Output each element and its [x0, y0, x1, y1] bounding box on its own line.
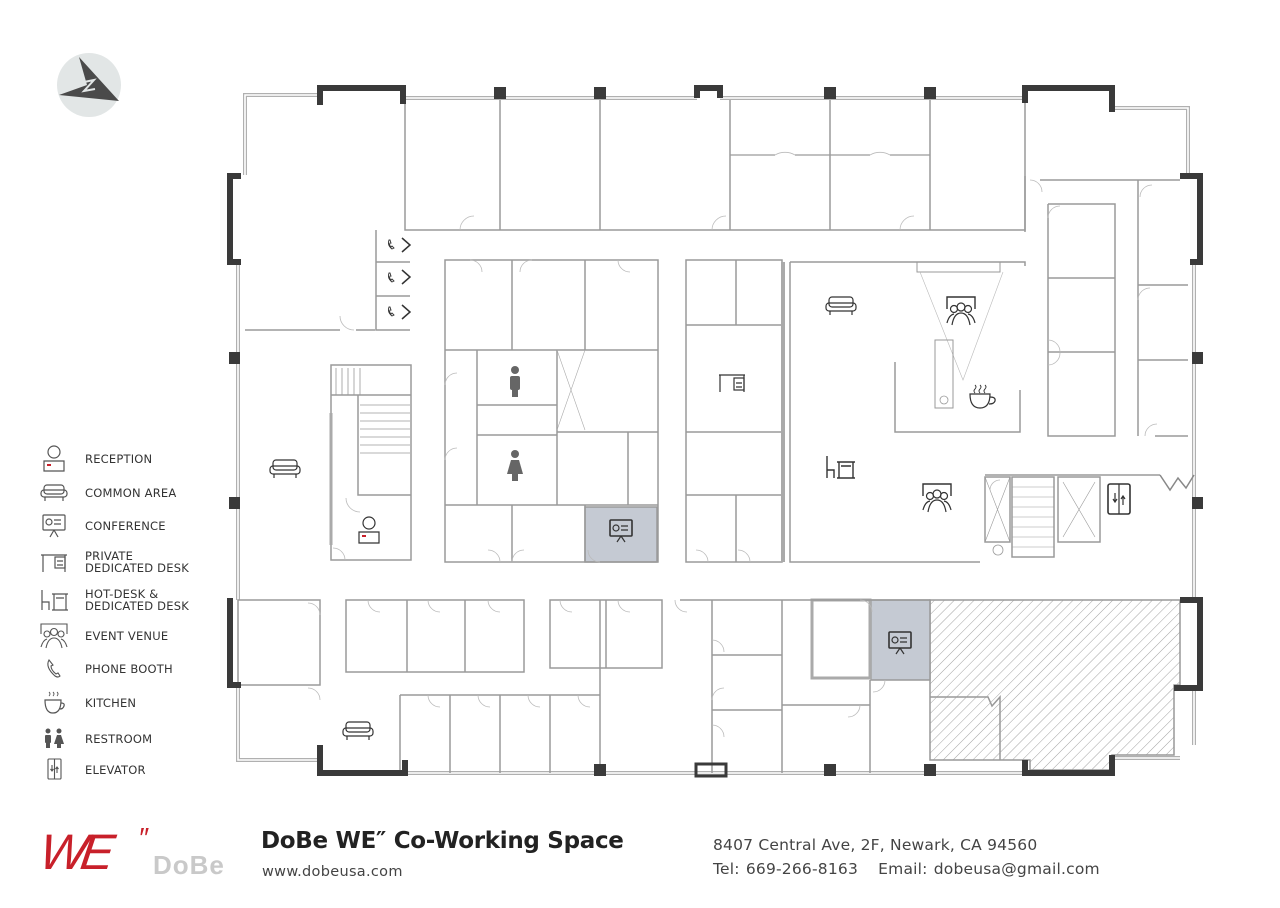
phone-icon	[387, 306, 395, 317]
logo-dobe: DoBe	[153, 850, 225, 880]
elevator-icon	[47, 758, 62, 780]
phone-number: Tel: 669-266-8163	[713, 860, 859, 878]
contact-info: Tel: 669-266-8163 Email: dobeusa@gmail.c…	[713, 860, 1114, 878]
legend-label: EVENT VENUE	[85, 629, 169, 643]
legend-item-event-venue: EVENT VENUE	[38, 621, 238, 651]
legend-item-common-area: COMMON AREA	[38, 478, 238, 508]
conference-room-b	[870, 599, 931, 681]
legend-item-conference: CONFERENCE	[38, 511, 238, 541]
website-link[interactable]: www.dobeusa.com	[262, 864, 403, 880]
north-arrow-icon	[59, 57, 119, 101]
legend-item-reception: RECEPTION	[38, 444, 238, 474]
legend-label: KITCHEN	[85, 696, 137, 710]
email-address[interactable]: Email: dobeusa@gmail.com	[878, 860, 1100, 878]
unavailable-area	[929, 599, 1181, 771]
legend-label: CONFERENCE	[85, 519, 166, 533]
north-arrow-compass	[57, 53, 121, 117]
legend-item-kitchen: KITCHEN	[38, 688, 238, 718]
sofa-icon	[825, 296, 857, 315]
sofa-icon	[40, 484, 68, 501]
hot-desk-icon	[41, 590, 68, 611]
phone-icon	[387, 239, 395, 250]
legend-item-hot-desk: HOT-DESK & DEDICATED DESK	[38, 585, 238, 615]
restroom-female-icon	[507, 450, 523, 481]
structural-walls	[227, 85, 1203, 776]
presentation-board-icon	[609, 519, 633, 543]
legend-label: ELEVATOR	[85, 763, 146, 777]
legend-label: RECEPTION	[85, 452, 153, 466]
brand-logo: WE ″ DoBe	[36, 822, 230, 884]
legend-label: PHONE BOOTH	[85, 662, 173, 676]
private-desk-icon	[719, 374, 745, 392]
hot-desk-icon	[826, 456, 855, 479]
address: 8407 Central Ave, 2F, Newark, CA 94560	[713, 836, 1038, 854]
legend-item-elevator: ELEVATOR	[38, 755, 238, 785]
coffee-cup-icon	[969, 384, 996, 409]
restroom-icon	[45, 728, 64, 748]
phone-icon	[47, 659, 61, 678]
structural-columns	[229, 87, 1203, 778]
presentation-board-icon	[42, 514, 66, 538]
legend-item-restroom: RESTROOM	[38, 724, 238, 754]
reception-icon	[358, 516, 380, 544]
audience-icon	[946, 296, 976, 326]
legend-item-phone-booth: PHONE BOOTH	[38, 654, 238, 684]
conference-room-a	[584, 506, 658, 563]
legend-label: HOT-DESK & DEDICATED DESK	[85, 587, 189, 613]
legend-label: COMMON AREA	[85, 486, 177, 500]
sofa-icon	[269, 459, 301, 478]
audience-icon	[40, 623, 68, 649]
legend-item-private-desk: PRIVATE DEDICATED DESK	[38, 547, 238, 577]
legend-label: PRIVATE DEDICATED DESK	[85, 549, 189, 575]
sofa-icon	[342, 721, 374, 740]
audience-icon	[922, 483, 952, 513]
logo-quote: ″	[138, 822, 148, 853]
presentation-board-icon	[888, 631, 912, 655]
restroom-male-icon	[510, 366, 520, 397]
coffee-cup-icon	[44, 691, 65, 714]
reception-icon	[43, 445, 65, 472]
elevator-icon	[1107, 483, 1131, 515]
page-title: DoBe WE″ Co-Working Space	[261, 828, 624, 854]
private-desk-icon	[41, 554, 67, 572]
logo-we: WE	[36, 824, 113, 880]
phone-icon	[387, 272, 395, 283]
legend-label: RESTROOM	[85, 732, 153, 746]
